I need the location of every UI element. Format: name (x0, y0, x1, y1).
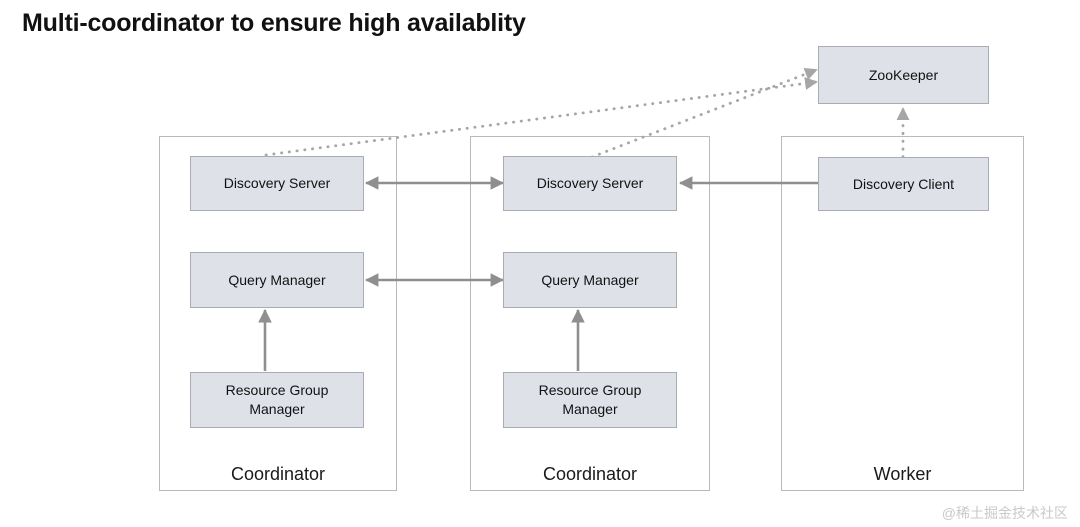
node-resource-group-manager-2[interactable]: Resource Group Manager (503, 372, 677, 428)
node-resource-group-manager-1[interactable]: Resource Group Manager (190, 372, 364, 428)
watermark: @稀土掘金技术社区 (941, 505, 1068, 521)
node-discovery-server-2[interactable]: Discovery Server (503, 156, 677, 211)
group-label-worker: Worker (873, 464, 932, 484)
node-query-manager-1[interactable]: Query Manager (190, 252, 364, 308)
node-zookeeper[interactable]: ZooKeeper (818, 46, 989, 104)
node-discovery-client[interactable]: Discovery Client (818, 157, 989, 211)
node-discovery-server-1[interactable]: Discovery Server (190, 156, 364, 211)
group-label-coordinator-1: Coordinator (230, 464, 326, 484)
group-label-coordinator-2: Coordinator (542, 464, 638, 484)
node-query-manager-2[interactable]: Query Manager (503, 252, 677, 308)
page-title: Multi-coordinator to ensure high availab… (22, 9, 526, 37)
